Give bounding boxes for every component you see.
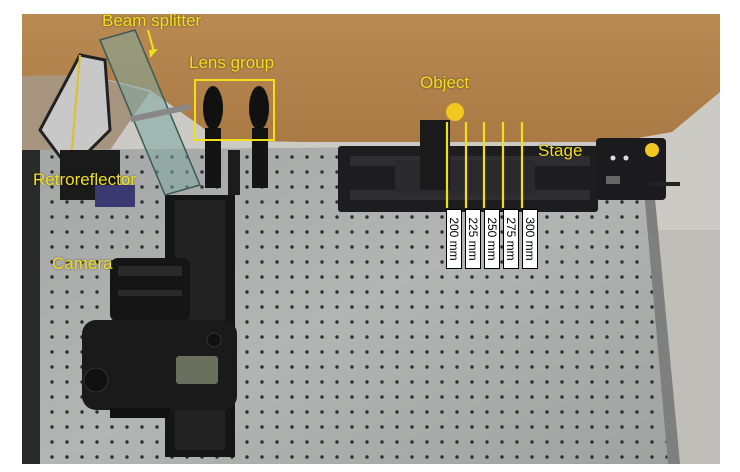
distance-mark: 225 mm xyxy=(465,209,481,269)
lens-group-box xyxy=(194,79,275,141)
lens-group-mounts xyxy=(203,86,269,195)
distance-mark: 200 mm xyxy=(446,209,462,269)
distance-mark: 275 mm xyxy=(503,209,519,269)
retroreflector-label: Retroreflector xyxy=(33,170,136,189)
beam-splitter-arrow xyxy=(147,29,158,58)
dslr-camera xyxy=(82,258,237,418)
distance-lines xyxy=(445,122,524,208)
camera-label: Camera xyxy=(52,254,113,273)
beam-splitter-label: Beam splitter xyxy=(102,11,202,30)
cardboard-backdrop xyxy=(22,14,720,142)
distance-mark: 250 mm xyxy=(484,209,500,269)
translation-stage xyxy=(338,103,680,212)
distance-mark: 300 mm xyxy=(522,209,538,269)
lens-group-label: Lens group xyxy=(189,53,275,72)
retroreflector xyxy=(38,53,135,207)
beam-splitter xyxy=(98,29,202,196)
object-label: Object xyxy=(420,73,470,92)
stage-label: Stage xyxy=(538,141,583,160)
